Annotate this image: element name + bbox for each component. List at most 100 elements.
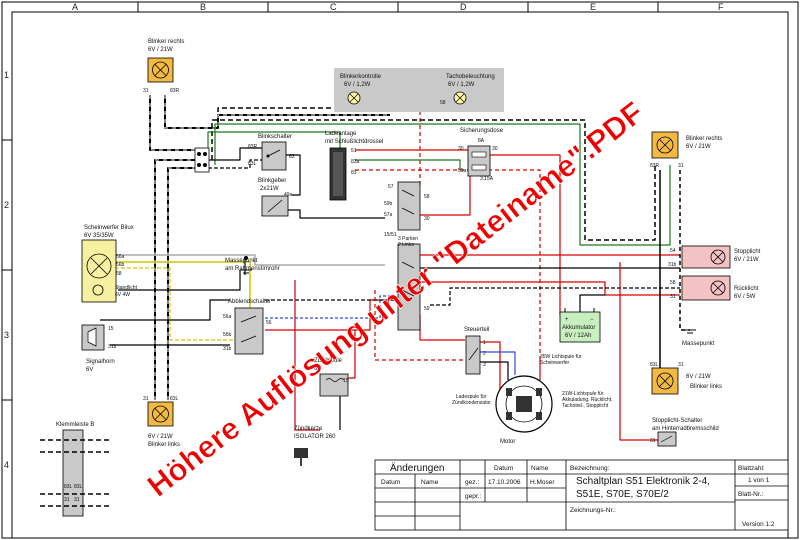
stopplicht [681,245,731,269]
blinkschalter-pin-83l: 83L [248,161,257,167]
column-label-d: D [460,2,467,12]
abblendschalter-name: Abblendschalter [228,299,271,305]
blinker-links-bottom-pin2: 83L [170,396,179,402]
blinker-links-right-name: Blinker links [690,384,722,390]
wiring [100,95,690,441]
blinker-rechts-top-name: Blinker rechts [148,39,184,45]
title-bezeichnung-label: Bezeichnung: [570,465,610,472]
scheinwerfer-standlicht-rating: 6V 4W [115,292,130,298]
blinkschalter-name: Blinkschalter [258,134,292,140]
title-datum-header: Datum [494,465,513,472]
blinker-rechts-right-pin2: 31 [678,163,684,169]
title-bezeichnung-line2: S51E, S70E, S70E/2 [576,489,669,500]
column-label-b: B [200,2,206,12]
lichtspule-35w-name: 35W Lichtspule für [540,354,582,360]
akkumulator-rating: 6V / 12Ah [565,333,591,339]
row-label-2: 2 [4,200,9,210]
title-aenderungen-datum: Datum [381,479,400,486]
klemmleiste-b [40,429,110,517]
ruecklicht-pin-58: 58 [670,280,676,286]
abblendschalter-pin-56a: 56a [223,314,232,320]
coil-icon [325,378,345,382]
signalhorn-name: Signalhorn [86,359,115,365]
ruecklicht [681,275,731,301]
row-label-4: 4 [4,460,9,470]
klemmleiste-pin-3: 31 [64,497,70,503]
signalhorn [81,324,105,351]
lichtspule-21w-sub2: Tachobel., Stopplicht [562,403,609,409]
sicherungsdose-pin-315a: 3.15A [480,176,494,182]
blinker-links-bottom-pin1: 31 [143,396,149,402]
ladeanlage-name: Ladeanlage [325,131,357,137]
column-label-f: F [718,2,724,12]
abblendschalter-pin-56b: 56b [223,332,232,338]
sicherungsdose-pin-30a: 30 [458,146,464,152]
blinker-rechts-right [651,131,679,159]
title-blattzahl: Blattzahl: [738,465,765,472]
ruecklicht-pin-31: 31 [670,294,676,300]
title-blatt-von: 1 von 1 [748,477,770,484]
blinker-links-bottom-rating: 6V / 21W [148,434,173,440]
tacho-group [334,68,504,112]
lamp-icon [92,284,104,296]
zuendspule-rating: 6V [314,366,321,372]
blinker-links-right-pin1: 83L [650,362,659,368]
steuerteil [465,335,481,375]
title-block [374,459,789,531]
stopplicht-pin-54: 54 [670,248,676,254]
stopplicht-rating: 6V / 21W [734,257,759,263]
ladespule-name: Ladespule für [456,394,487,400]
title-gepr-label: gepr.: [465,493,481,500]
steuerteil-name: Steuerteil [464,327,489,333]
scheinwerfer-rating: 6V 35/35W [84,233,114,239]
title-gez-label: gez.: [465,479,479,486]
column-label-c: C [330,2,337,12]
zuendkerze [294,448,308,466]
blinker-links-right [651,367,679,395]
zuendschloss-pin-59b: 59b [384,201,393,207]
tachobeleuchtung-pin: 58 [440,100,446,106]
title-aenderungen-name: Name [421,479,439,486]
stopplicht-schalter-sub: am Hinterradbremsschild [652,426,719,432]
ladeanlage-pin-83: 83 [351,170,357,176]
blinker-links-right-pin2: 31 [678,362,684,368]
sicherungsdose-pin-8a: 8A [478,138,485,144]
title-name-header: Name [531,465,549,472]
title-aenderungen: Änderungen [390,462,445,474]
zuendschloss-pin-57a: 57a [384,212,393,218]
scheinwerfer-name: Scheinwerfer Bilux [84,225,134,231]
ladeanlage-pin-51: 51 [351,148,357,154]
zuendspule-name: Zündspule [314,358,343,364]
abblendschalter-pin-31b: 31b [223,346,232,352]
scheinwerfer-pin-56a: 56a [116,254,125,260]
lichtspule-35w-sub: Scheinwerfer [540,360,570,366]
signalhorn-pin-31b: 31b [108,344,117,350]
blinker-rechts-top [147,57,174,83]
massepunkt-right [684,329,696,334]
massepunkt-rahmen-sub: am Rahmenstirnrohr [225,266,280,272]
abblendschalter [234,307,264,355]
zuendschloss-pin-58: 58 [424,194,430,200]
scheinwerfer-pin-58: 58 [116,271,122,277]
zuendschloss-parken: 3 Parken [398,236,418,242]
blinker-rechts-right-pin1: 83R [650,163,660,169]
horn-icon [87,327,97,347]
tachobeleuchtung-rating: 6V / 1,2W [448,82,475,88]
row-label-3: 3 [4,330,9,340]
blinkschalter [261,141,287,171]
stopplicht-name: Stopplicht [734,249,761,255]
akkumulator-name: Akkumulator [562,325,595,331]
blinkschalter-pin-83: 83 [289,154,295,160]
blinker-rechts-right-rating: 6V / 21W [686,144,711,150]
tachobeleuchtung-name: Tachobeleuchtung [446,74,495,80]
column-label-a: A [72,2,78,12]
akkumulator [559,308,601,343]
scheinwerfer-standlicht: Standlicht [115,285,138,291]
scheinwerfer-pin-56b: 56b [116,262,125,268]
row-label-1: 1 [4,70,9,80]
sicherungsdose-pin-59a: 59a [458,168,467,174]
motor-generator [495,375,553,433]
massepunkt-rahmen [240,256,252,274]
blinker-links-bottom [147,401,174,427]
zuendkerze-name: Zündkerze [294,426,323,432]
